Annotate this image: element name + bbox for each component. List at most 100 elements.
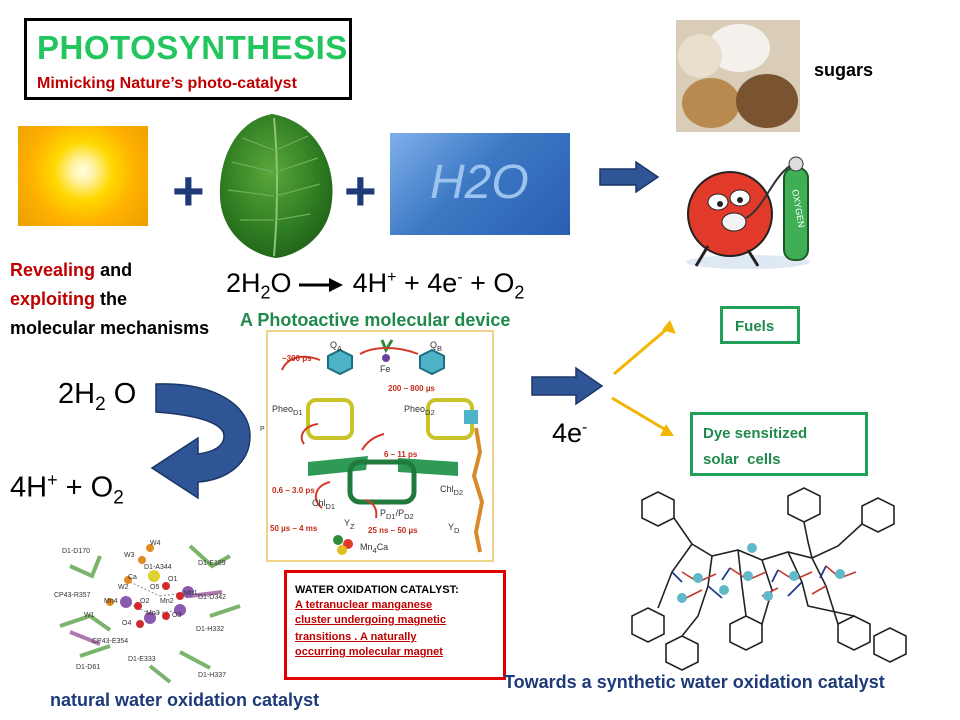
natural-catalyst-caption: natural water oxidation catalyst	[50, 690, 320, 710]
p-sub-1: D1	[386, 511, 396, 521]
dye-solar-cells-box: Dye sensitized solar cells	[690, 412, 868, 476]
pheo-d2-main: Pheo	[404, 404, 426, 414]
lab-d1-h337: D1-H337	[198, 672, 227, 679]
lab-w2: W2	[118, 584, 129, 591]
synthetic-catalyst-caption: Towards a synthetic water oxidation cata…	[504, 672, 885, 692]
yz-label: YZ	[344, 518, 355, 531]
exploiting-word: exploiting	[10, 289, 95, 309]
cycle-bottom-b: + O	[57, 471, 114, 504]
and-word: and	[100, 260, 133, 280]
electrons-label: 4e-	[552, 418, 587, 449]
lab-mn4: Mn4	[104, 598, 118, 605]
qa-main: Q	[330, 340, 338, 350]
qb-label: QB	[430, 340, 442, 353]
lab-cp43-r357: CP43-R357	[54, 592, 91, 599]
page-title: PHOTOSYNTHESIS	[37, 29, 348, 66]
red-box-heading: WATER OXIDATION CATALYST:	[295, 584, 459, 596]
pheo-d1-sub: D1	[293, 407, 303, 417]
lab-mn1: Mn1	[184, 590, 198, 597]
eq-rhs-c-sub: 2	[514, 282, 525, 303]
yz-sub: Z	[350, 521, 355, 531]
lab-mn3: Mn3	[146, 610, 160, 617]
cycle-top-sub: 2	[95, 393, 106, 415]
pheo-d1-main: Pheo	[272, 404, 294, 414]
p-main: P	[380, 508, 387, 518]
eq-lhs-sub: 2	[260, 282, 271, 303]
revealing-word: Revealing	[10, 260, 96, 280]
water-formula-text: H2O	[430, 156, 529, 209]
lab-cp43-e354: CP43-E354	[92, 638, 129, 645]
chl-d1-main: Chl	[312, 498, 326, 508]
p-label: PD1/PD2	[380, 508, 414, 521]
plus-sign-2: +	[344, 159, 377, 222]
yd-main: Y	[448, 522, 455, 532]
the-word: the	[100, 289, 128, 309]
lab-o5: O5	[150, 584, 160, 591]
cycle-water-label: 2H2 O	[58, 378, 136, 416]
lab-d1-d342: D1-D342	[198, 594, 227, 601]
pheo-d1-label: PheoD1	[272, 404, 303, 417]
lab-d1-a344: D1-A344	[144, 564, 172, 571]
water-splitting-equation: 2H2O 4H+ + 4e- + O2	[226, 268, 524, 303]
dye-box-line1: Dye sensitized	[703, 425, 808, 442]
lab-o1: O1	[168, 576, 178, 583]
photosystem-panel: ~300 ps QA QB Fe 200 – 800 µs PheoD1 Phe…	[260, 330, 494, 562]
eq-rhs-a: 4H	[352, 268, 388, 298]
lab-mn2: Mn2	[160, 598, 174, 605]
yz-main: Y	[344, 518, 351, 528]
cycle-bottom-a: 4H	[10, 471, 48, 504]
lab-d1-h332: D1-H332	[196, 626, 225, 633]
cycle-bottom-sub: 2	[113, 487, 124, 509]
cycle-top-b: O	[105, 378, 137, 410]
red-box-line4: occurring molecular magnet	[295, 646, 443, 658]
mn-sub: 4	[372, 545, 377, 555]
yd-label: YD	[448, 522, 459, 535]
cycle-products-label: 4H+ + O2	[10, 470, 124, 509]
cycle-bottom-sup: +	[47, 470, 58, 490]
lab-w1: W1	[84, 612, 95, 619]
chl-d2-sub: D2	[453, 487, 464, 497]
yd-sub: D	[454, 525, 460, 535]
chl-d1-sub: D1	[325, 501, 336, 511]
lab-o2: O2	[140, 598, 150, 605]
eq-rhs-b: + 4e	[396, 268, 458, 298]
eq-rhs-a-sup: +	[387, 269, 397, 286]
red-box-line1: A tetranuclear manganese	[295, 599, 433, 611]
gold-arrows	[611, 320, 676, 436]
revealing-text: Revealing and exploiting the molecular m…	[10, 256, 240, 343]
eq-arrow-icon	[299, 277, 344, 292]
plus-sign-1: +	[172, 159, 205, 222]
pheo-d2-label: PheoD2	[404, 404, 435, 417]
qb-main: Q	[430, 340, 438, 350]
lab-d1-d170: D1-D170	[62, 548, 91, 555]
mn-main: Mn	[360, 542, 373, 552]
chl-d1-label: ChlD1	[312, 498, 335, 511]
leaf-image	[219, 114, 333, 258]
eq-lhs-o: O	[270, 268, 292, 298]
pheo-d2-sub: D2	[425, 407, 435, 417]
electrons-main: 4e	[552, 418, 583, 448]
time-6-11ps: 6 – 11 ps	[384, 450, 418, 459]
dye-box-line2: solar cells	[703, 451, 781, 468]
eq-rhs-b-sup: -	[457, 269, 463, 286]
lab-ca: Ca	[128, 574, 137, 581]
arrow-right-middle	[531, 366, 604, 406]
eq-rhs-c: + O	[462, 268, 515, 298]
lab-o3: O3	[172, 612, 182, 619]
chl-d2-label: ChlD2	[440, 484, 463, 497]
cycle-top-a: 2H	[58, 378, 96, 410]
natural-catalyst-structure	[59, 544, 241, 684]
time-200-800us: 200 – 800 µs	[388, 384, 435, 393]
red-box-line3b: A naturally	[360, 631, 417, 643]
panel-side-mark: Ρ	[260, 426, 265, 433]
sun-image	[18, 126, 148, 226]
molecular-mechanisms-word: molecular mechanisms	[10, 318, 210, 338]
lab-d1-d61: D1-D61	[76, 664, 101, 671]
sugars-label: sugars	[814, 60, 874, 80]
time-50us-4ms: 50 µs – 4 ms	[270, 524, 318, 533]
cycle-curved-arrow	[150, 383, 251, 500]
time-0-6-3ps: 0.6 – 3.0 ps	[272, 486, 315, 495]
lab-w4: W4	[150, 540, 161, 547]
lab-w3: W3	[124, 552, 135, 559]
fuels-box: Fuels	[720, 306, 800, 344]
